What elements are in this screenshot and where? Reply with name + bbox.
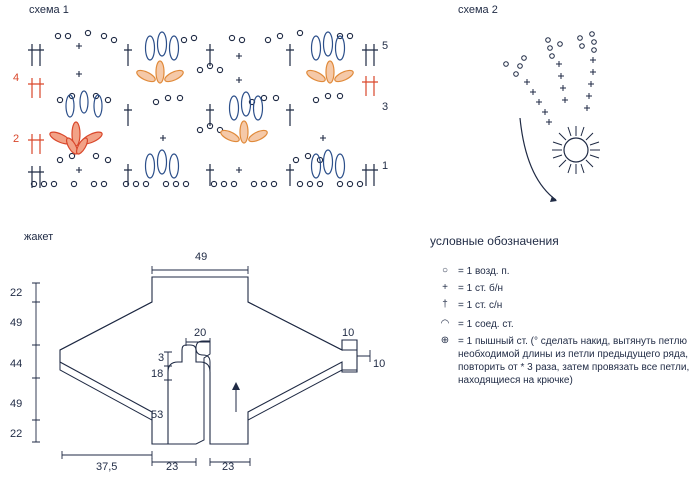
scheme1-title: схема 1 — [29, 4, 69, 16]
jacket-outline — [59, 276, 358, 445]
legend: ○ = 1 возд. п. + = 1 ст. б/н † = 1 ст. с… — [436, 265, 694, 391]
legend-text-puff: = 1 пышный ст. (° сделать накид, вытянут… — [458, 336, 690, 386]
scheme2-title: схема 2 — [458, 4, 498, 16]
dim-slit-18: 18 — [151, 368, 164, 380]
row-number-4: 4 — [13, 72, 20, 84]
dim-bottom-23-left: 23 — [166, 461, 179, 473]
puff-stitch-icon: ⊕ — [440, 335, 450, 346]
jacket-title: жакет — [24, 231, 54, 243]
row-number-5: 5 — [382, 40, 389, 52]
legend-item-puff: ⊕ = 1 пышный ст. (° сделать накид, вытян… — [436, 335, 694, 387]
dim-left-22-top: 22 — [10, 287, 23, 299]
legend-item-dc: † = 1 ст. с/н — [436, 299, 694, 312]
dim-neck-width: 20 — [194, 327, 207, 339]
jacket-schematic — [59, 276, 358, 445]
row-number-2: 2 — [13, 133, 20, 145]
scheme1-chart — [28, 29, 378, 188]
legend-item-slip: ◠ = 1 соед. ст. — [436, 318, 694, 331]
dim-bottom-23-right: 23 — [222, 461, 235, 473]
legend-title: условные обозначения — [430, 234, 559, 248]
legend-item-chain: ○ = 1 возд. п. — [436, 265, 694, 278]
dim-left-44: 44 — [10, 358, 23, 370]
legend-text-chain: = 1 возд. п. — [458, 266, 510, 277]
legend-text-dc: = 1 ст. с/н — [458, 300, 503, 311]
single-crochet-icon: + — [442, 282, 448, 293]
legend-item-sc: + = 1 ст. б/н — [436, 282, 694, 295]
dim-left-49-bottom: 49 — [10, 398, 23, 410]
dim-bottom-long: 37,5 — [96, 461, 118, 473]
chain-icon: ○ — [441, 265, 449, 276]
slip-stitch-icon: ◠ — [440, 318, 450, 329]
dim-left-22-bottom: 22 — [10, 428, 23, 440]
dim-slit-3: 3 — [158, 352, 165, 364]
dim-left-49-top: 49 — [10, 317, 23, 329]
dim-slit-53: 53 — [151, 409, 164, 421]
row-number-1: 1 — [382, 160, 389, 172]
dim-top-width: 49 — [195, 251, 208, 263]
row-number-3: 3 — [382, 101, 389, 113]
dim-cuff-h: 10 — [373, 358, 386, 370]
legend-text-sc: = 1 ст. б/н — [458, 283, 504, 294]
legend-text-slip: = 1 соед. ст. — [458, 319, 514, 330]
dim-cuff-w: 10 — [342, 327, 355, 339]
double-crochet-icon: † — [442, 299, 448, 310]
scheme2-chart — [503, 31, 600, 202]
